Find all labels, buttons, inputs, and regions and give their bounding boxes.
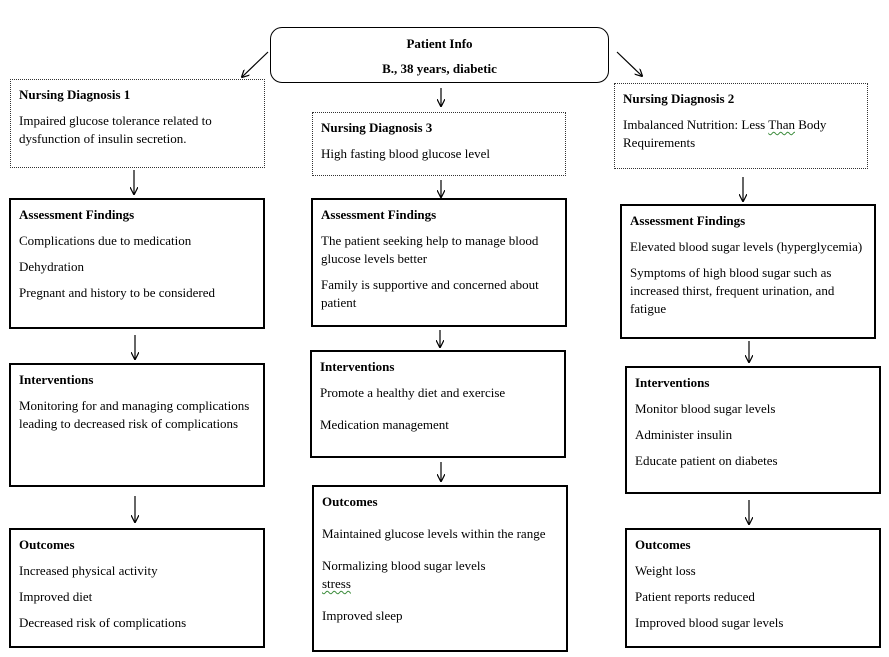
outcomes-middle-item-4: Improved sleep [322, 608, 403, 623]
arrow-patient-to-diagnosis-2 [616, 51, 642, 76]
outcomes-right-item-3: Improved blood sugar levels [635, 615, 784, 630]
nursing-diagnosis-1-text: Impaired glucose tolerance related to dy… [19, 113, 212, 146]
assessment-right-item-1: Elevated blood sugar levels (hyperglycem… [630, 239, 863, 254]
outcomes-middle-item-3-text: stress [322, 576, 351, 591]
nursing-diagnosis-2-text-c: Body Requirements [623, 117, 827, 150]
assessment-findings-left-box: Assessment Findings Complications due to… [9, 198, 265, 329]
interventions-left-box: Interventions Monitoring for and managin… [9, 363, 265, 487]
outcomes-middle-box: Outcomes Maintained glucose levels withi… [312, 485, 568, 652]
arrow-patient-to-diagnosis-1 [242, 51, 269, 77]
nursing-diagnosis-2-box: Nursing Diagnosis 2 Imbalanced Nutrition… [614, 83, 868, 169]
outcomes-left-title: Outcomes [19, 537, 75, 552]
outcomes-left-item-1: Increased physical activity [19, 563, 158, 578]
interventions-middle-box: Interventions Promote a healthy diet and… [310, 350, 566, 458]
outcomes-middle-item-1: Maintained glucose levels within the ran… [322, 526, 546, 541]
patient-info-subtitle: B., 38 years, diabetic [382, 61, 497, 76]
outcomes-left-box: Outcomes Increased physical activity Imp… [9, 528, 265, 648]
outcomes-left-item-3: Decreased risk of complications [19, 615, 187, 630]
outcomes-right-box: Outcomes Weight loss Patient reports red… [625, 528, 881, 648]
patient-info-box: Patient Info B., 38 years, diabetic [270, 27, 609, 83]
assessment-findings-right-box: Assessment Findings Elevated blood sugar… [620, 204, 876, 339]
interventions-right-item-2: Administer insulin [635, 427, 733, 442]
interventions-middle-item-2: Medication management [320, 417, 449, 432]
assessment-findings-left-title: Assessment Findings [19, 207, 135, 222]
outcomes-right-title: Outcomes [635, 537, 691, 552]
interventions-middle-item-1: Promote a healthy diet and exercise [320, 385, 506, 400]
assessment-findings-middle-title: Assessment Findings [321, 207, 437, 222]
interventions-right-box: Interventions Monitor blood sugar levels… [625, 366, 881, 494]
outcomes-right-item-2: Patient reports reduced [635, 589, 755, 604]
outcomes-middle-item-2: Normalizing blood sugar levels [322, 558, 486, 573]
nursing-diagnosis-3-title: Nursing Diagnosis 3 [321, 120, 433, 135]
interventions-right-item-1: Monitor blood sugar levels [635, 401, 776, 416]
assessment-findings-right-title: Assessment Findings [630, 213, 746, 228]
outcomes-middle-item-3: stress [322, 575, 558, 593]
nursing-diagnosis-2-title: Nursing Diagnosis 2 [623, 91, 735, 106]
assessment-left-item-3: Pregnant and history to be considered [19, 285, 216, 300]
interventions-right-title: Interventions [635, 375, 710, 390]
interventions-middle-title: Interventions [320, 359, 395, 374]
nursing-diagnosis-1-title: Nursing Diagnosis 1 [19, 87, 131, 102]
assessment-left-item-2: Dehydration [19, 259, 84, 274]
outcomes-right-item-1: Weight loss [635, 563, 696, 578]
assessment-findings-middle-box: Assessment Findings The patient seeking … [311, 198, 567, 327]
assessment-left-item-1: Complications due to medication [19, 233, 192, 248]
assessment-middle-item-1: The patient seeking help to manage blood… [321, 233, 539, 266]
interventions-left-title: Interventions [19, 372, 94, 387]
nursing-diagnosis-1-box: Nursing Diagnosis 1 Impaired glucose tol… [10, 79, 265, 168]
interventions-left-item-1: Monitoring for and managing complication… [19, 398, 250, 431]
assessment-middle-item-2: Family is supportive and concerned about… [321, 277, 539, 310]
outcomes-left-item-2: Improved diet [19, 589, 93, 604]
patient-info-title: Patient Info [406, 36, 473, 51]
outcomes-middle-title: Outcomes [322, 494, 378, 509]
nursing-diagnosis-3-box: Nursing Diagnosis 3 High fasting blood g… [312, 112, 566, 176]
nursing-diagnosis-3-text: High fasting blood glucose level [321, 146, 490, 161]
nursing-diagnosis-2-text: Imbalanced Nutrition: Less Than Body Req… [623, 116, 859, 152]
assessment-right-item-2: Symptoms of high blood sugar such as inc… [630, 265, 835, 316]
interventions-right-item-3: Educate patient on diabetes [635, 453, 778, 468]
nursing-diagnosis-2-text-a: Imbalanced Nutrition: Less [623, 117, 769, 132]
nursing-diagnosis-2-text-b: Than [768, 117, 795, 132]
